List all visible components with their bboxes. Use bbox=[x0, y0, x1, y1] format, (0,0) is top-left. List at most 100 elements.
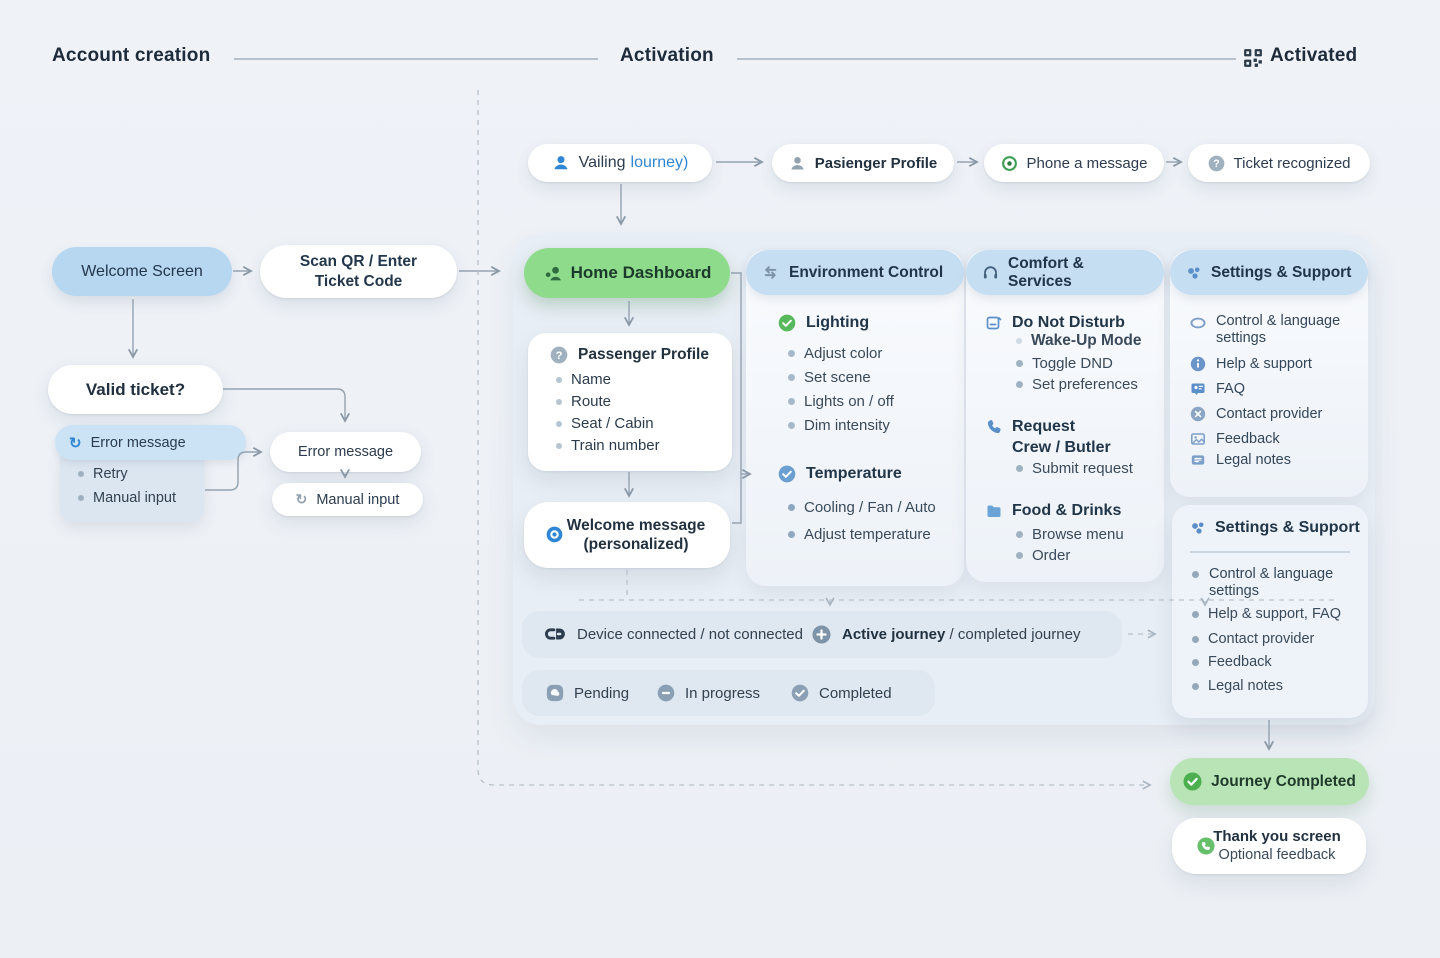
settings-item: Feedback bbox=[1190, 431, 1280, 447]
flow-node-label: Phone a message bbox=[1026, 154, 1148, 172]
thank-you-card: Thank you screen Optional feedback bbox=[1172, 818, 1366, 874]
lighting-item: Set scene bbox=[788, 369, 871, 386]
stage-activation: Activation bbox=[620, 45, 714, 66]
folder-icon bbox=[986, 503, 1002, 519]
temperature-item: Adjust temperature bbox=[788, 526, 931, 543]
lighting-item: Adjust color bbox=[788, 345, 882, 362]
sync-icon bbox=[762, 264, 779, 281]
settings-summary-item: Legal notes bbox=[1192, 678, 1283, 694]
pending-icon bbox=[546, 684, 564, 702]
stage-divider bbox=[737, 58, 1236, 60]
profile-item: Train number bbox=[556, 437, 660, 454]
gear-icon bbox=[1186, 265, 1202, 281]
user-icon bbox=[552, 154, 570, 172]
info-icon bbox=[1190, 356, 1206, 372]
environment-control-header: Environment Control bbox=[746, 250, 964, 295]
settings-item: FAQ bbox=[1190, 381, 1245, 397]
check-circle-icon bbox=[1183, 772, 1202, 791]
legal-icon bbox=[1190, 452, 1206, 468]
settings-summary-card bbox=[1172, 505, 1368, 718]
flow-node-scan-qr: Scan QR / Enter Ticket Code bbox=[260, 245, 457, 298]
profile-item: Route bbox=[556, 393, 611, 410]
question-icon: ? bbox=[1208, 155, 1225, 172]
thank-you-line: Optional feedback bbox=[1218, 847, 1336, 864]
passenger-profile-title-row: ? Passenger Profile bbox=[550, 346, 709, 364]
request-crew-item: Submit request bbox=[1016, 460, 1133, 477]
flow-node-label: Ticket recognized bbox=[1233, 154, 1351, 172]
settings-summary-item: Control & language settings bbox=[1192, 566, 1354, 600]
dnd-icon bbox=[986, 315, 1002, 331]
settings-summary-item: Contact provider bbox=[1192, 631, 1314, 647]
flow-node-passenger-profile: Pasienger Profile bbox=[772, 144, 954, 182]
stage-divider bbox=[234, 58, 598, 60]
flow-node-label: Scan QR / Enter bbox=[299, 253, 418, 271]
phone-icon bbox=[986, 419, 1002, 459]
bullet-dot bbox=[78, 471, 84, 477]
settings-item: Contact provider bbox=[1190, 406, 1322, 422]
flow-node-error-message: Error message bbox=[270, 432, 421, 472]
error-option: Manual input bbox=[78, 490, 176, 506]
flow-node-label: Vailing bbox=[578, 154, 626, 171]
dnd-subtitle: Wake-Up Mode bbox=[1016, 332, 1142, 350]
flow-node-welcome-screen: Welcome Screen bbox=[52, 247, 232, 296]
dnd-section-title: Do Not Disturb bbox=[986, 314, 1125, 332]
lighting-section-title: Lighting bbox=[778, 314, 869, 332]
flow-node-valid-ticket: Valid ticket? bbox=[48, 365, 223, 414]
qr-code-icon bbox=[1243, 48, 1263, 68]
flow-node-phone-message: Phone a message bbox=[984, 144, 1164, 182]
link-icon bbox=[544, 625, 566, 643]
completed-icon bbox=[791, 684, 809, 702]
flow-node-label: Pasienger Profile bbox=[814, 154, 938, 172]
feedback-icon bbox=[1190, 431, 1206, 447]
user-search-icon bbox=[543, 264, 562, 283]
settings-item: Legal notes bbox=[1190, 452, 1291, 468]
flow-node-manual-input: ↻ Manual input bbox=[272, 483, 423, 516]
welcome-message-card: Welcome message (personalized) bbox=[524, 502, 730, 568]
flow-node-home-dashboard: Home Dashboard bbox=[524, 248, 730, 298]
svg-text:?: ? bbox=[556, 350, 563, 362]
profile-item: Seat / Cabin bbox=[556, 415, 654, 432]
flow-node-label-accent: lourney) bbox=[630, 154, 689, 171]
flow-node-ticket-recognized: ? Ticket recognized bbox=[1188, 144, 1370, 182]
legend-item-pending: Pending bbox=[546, 684, 629, 702]
bullet-dot bbox=[78, 495, 84, 501]
stage-account-creation: Account creation bbox=[52, 45, 211, 66]
profile-item: Name bbox=[556, 371, 611, 388]
legend-item-in-progress: In progress bbox=[657, 684, 760, 702]
contact-icon bbox=[1190, 406, 1206, 422]
dnd-item: Set preferences bbox=[1016, 376, 1138, 393]
settings-item: Control & language settings bbox=[1190, 313, 1350, 347]
gear-icon bbox=[1190, 520, 1206, 536]
plus-circle-icon bbox=[812, 625, 831, 644]
error-option: Retry bbox=[78, 466, 128, 482]
flow-node-label: Ticket Code bbox=[314, 272, 403, 290]
settings-item: Help & support bbox=[1190, 356, 1312, 372]
settings-support-header: Settings & Support bbox=[1170, 250, 1368, 295]
lighting-item: Dim intensity bbox=[788, 417, 890, 434]
lighting-item: Lights on / off bbox=[788, 393, 894, 410]
check-circle-icon bbox=[778, 465, 796, 483]
in-progress-icon bbox=[657, 684, 675, 702]
target-icon bbox=[1001, 155, 1018, 172]
faq-icon bbox=[1190, 381, 1206, 397]
thank-you-line: Thank you screen bbox=[1213, 827, 1341, 845]
temperature-item: Cooling / Fan / Auto bbox=[788, 499, 936, 516]
divider bbox=[1190, 551, 1350, 553]
device-status: Device connected / not connected bbox=[544, 625, 803, 643]
retry-icon: ↻ bbox=[69, 434, 82, 452]
headphones-icon bbox=[982, 264, 999, 281]
food-item: Browse menu bbox=[1016, 526, 1124, 543]
settings-summary-item: Help & support, FAQ bbox=[1192, 606, 1341, 622]
welcome-message-line: Welcome message bbox=[566, 516, 706, 534]
toggle-icon bbox=[1190, 315, 1206, 347]
dnd-item: Toggle DND bbox=[1016, 355, 1113, 372]
check-circle-icon bbox=[778, 314, 796, 332]
settings-summary-title: Settings & Support bbox=[1190, 519, 1360, 537]
food-drinks-section-title: Food & Drinks bbox=[986, 502, 1121, 520]
legend-item-completed: Completed bbox=[791, 684, 892, 702]
temperature-section-title: Temperature bbox=[778, 465, 902, 483]
flow-node-error-highlight: ↻ Error message bbox=[55, 425, 246, 460]
retry-icon: ↻ bbox=[295, 491, 308, 507]
